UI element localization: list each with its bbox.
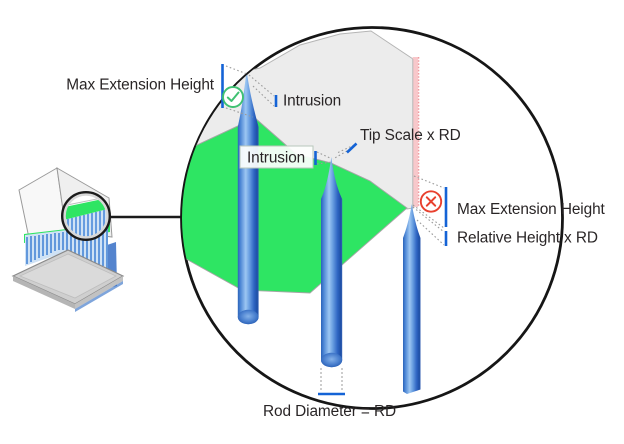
x-icon bbox=[419, 190, 443, 213]
tick-tip-scale bbox=[346, 142, 358, 154]
rod-2-end bbox=[321, 352, 343, 368]
plate-blue-reflection bbox=[75, 281, 123, 312]
label-relative-height: Relative Height x RD bbox=[457, 230, 598, 247]
source-object-icon bbox=[11, 167, 125, 312]
label-max-extension-height-right: Max Extension Height bbox=[457, 201, 606, 218]
lens-inner-rim bbox=[63, 193, 109, 239]
rod-1 bbox=[237, 70, 259, 325]
lens-outer-rim bbox=[61, 190, 111, 241]
label-rod-diameter: Rod Diameter = RD bbox=[263, 403, 396, 420]
magnifier-icon bbox=[61, 190, 111, 241]
label-max-extension-height-left: Max Extension Height bbox=[66, 77, 215, 94]
measurement-marks bbox=[221, 64, 448, 396]
rod-3 bbox=[403, 204, 421, 394]
base-plate-side-right bbox=[75, 276, 123, 309]
lens-green-surface bbox=[64, 197, 108, 221]
limit-strip-pink bbox=[412, 57, 419, 207]
label-tip-scale: Tip Scale x RD bbox=[360, 127, 461, 144]
rod-2 bbox=[321, 157, 343, 368]
base-plate-inner bbox=[18, 253, 117, 299]
check-icon bbox=[222, 86, 244, 108]
leader-lines bbox=[225, 65, 445, 246]
label-intrusion-boxed: Intrusion bbox=[239, 145, 314, 169]
zoom-content bbox=[182, 30, 421, 394]
base-plate-side-left bbox=[13, 276, 75, 309]
intrusion-box bbox=[239, 145, 314, 169]
label-intrusion-callout: Intrusion bbox=[283, 93, 341, 110]
intrusion-box-text: Intrusion bbox=[247, 150, 305, 167]
measure-surface-green bbox=[182, 117, 408, 294]
rod-1-end bbox=[237, 309, 259, 325]
